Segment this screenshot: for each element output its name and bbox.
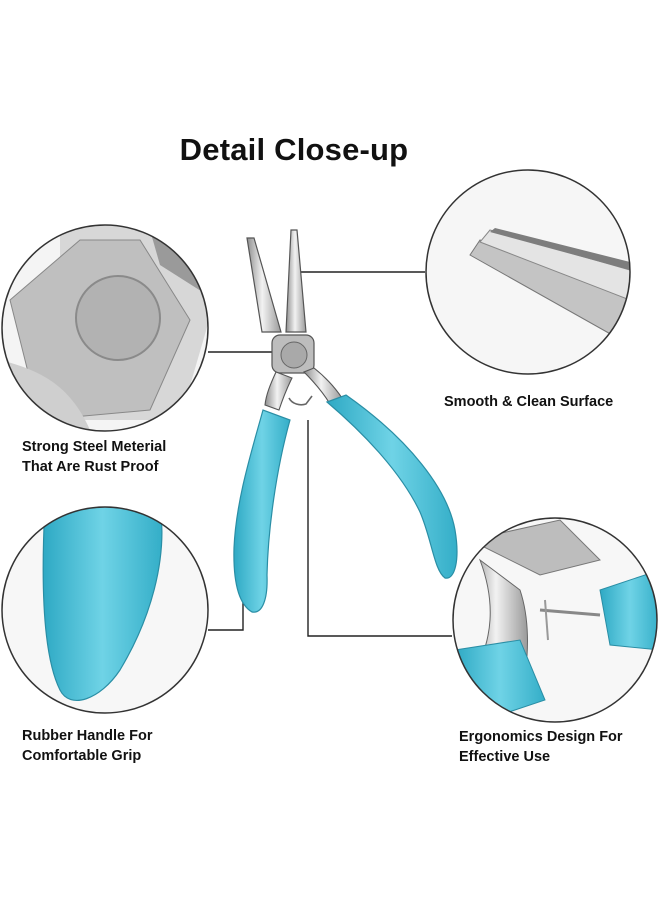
- ergonomic-closeup-circle: [452, 517, 658, 723]
- steel-material-label: Strong Steel Meterial That Are Rust Proo…: [22, 437, 166, 477]
- smooth-surface-line1: Smooth & Clean Surface: [444, 394, 614, 410]
- joint-closeup-circle: [1, 224, 209, 432]
- handle-closeup-circle: [1, 506, 209, 714]
- right-handle: [325, 394, 458, 579]
- rubber-handle-label: Rubber Handle For Comfortable Grip: [22, 726, 153, 766]
- smooth-surface-label: Smooth & Clean Surface: [444, 392, 613, 412]
- ergonomic-design-line1: Ergonomics Design For: [459, 729, 623, 745]
- rubber-handle-line1: Rubber Handle For: [22, 728, 153, 744]
- steel-material-line1: Strong Steel Meterial: [22, 439, 167, 455]
- ergonomic-design-line2: Effective Use: [459, 749, 551, 765]
- ergonomic-design-label: Ergonomics Design For Effective Use: [459, 727, 623, 767]
- left-handle: [233, 409, 291, 613]
- rubber-handle-line2: Comfortable Grip: [22, 748, 142, 764]
- page-title: Detail Close-up: [179, 132, 409, 167]
- steel-material-line2: That Are Rust Proof: [22, 459, 159, 475]
- surface-closeup-circle: [425, 169, 631, 375]
- pliers-image: [233, 229, 458, 613]
